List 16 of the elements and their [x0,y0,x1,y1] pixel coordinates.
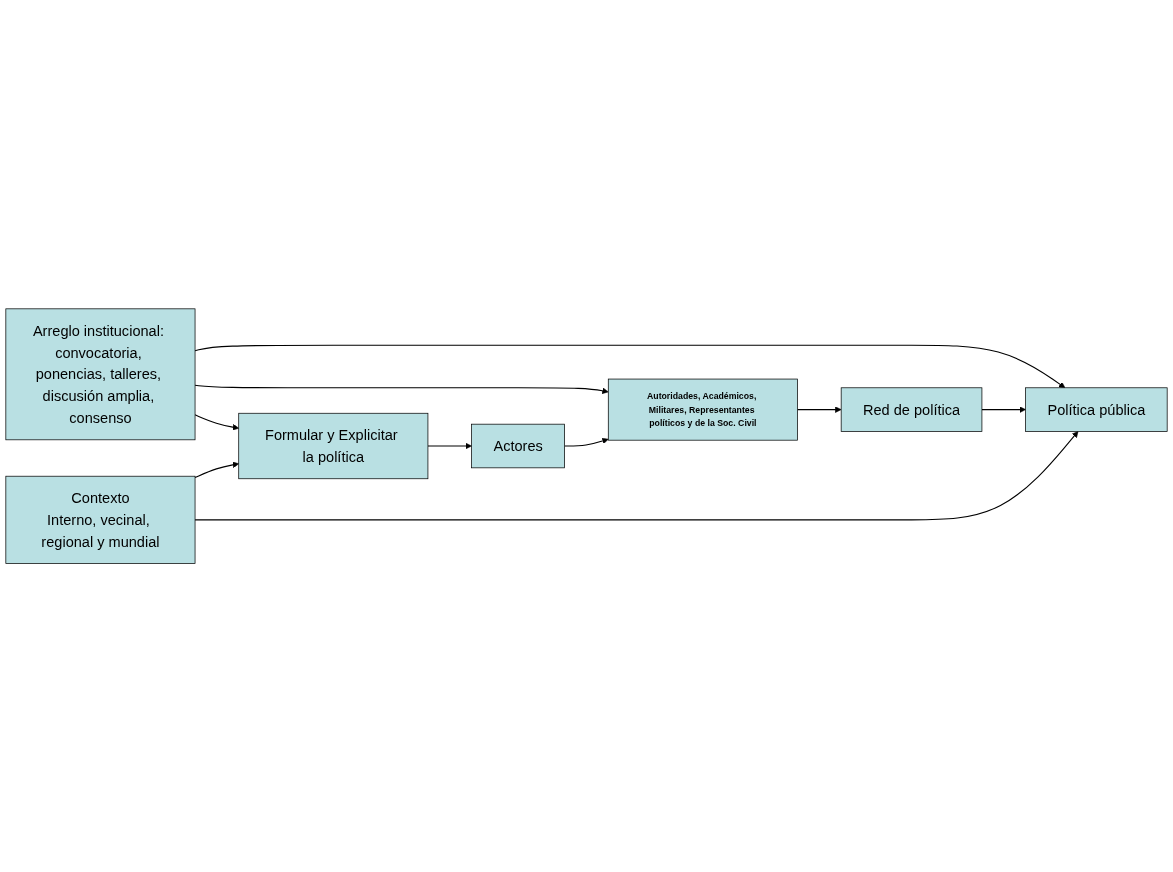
arrow [564,437,609,447]
arrow [981,406,1026,413]
arrow [194,414,239,431]
arrow [194,430,1079,521]
arrow [427,442,472,449]
arrow [194,384,609,394]
node-box: Red de política [840,387,983,432]
node-box: Política pública [1025,387,1168,432]
node-box: Actores [471,423,565,468]
node-box: Contexto Interno, vecinal, regional y mundial [5,475,196,564]
arrow [194,461,239,478]
node-box: Arreglo institucional: convocatoria, ponencias, talleres, discusión amplia, consenso [5,308,196,440]
arrow [796,406,842,413]
node-box: Autoridades, Académicos, Militares, Representantes políticos y de la Soc. Civil [607,378,798,441]
arrow [194,344,1066,388]
node-box: Formular y Explicitar la política [238,412,429,479]
